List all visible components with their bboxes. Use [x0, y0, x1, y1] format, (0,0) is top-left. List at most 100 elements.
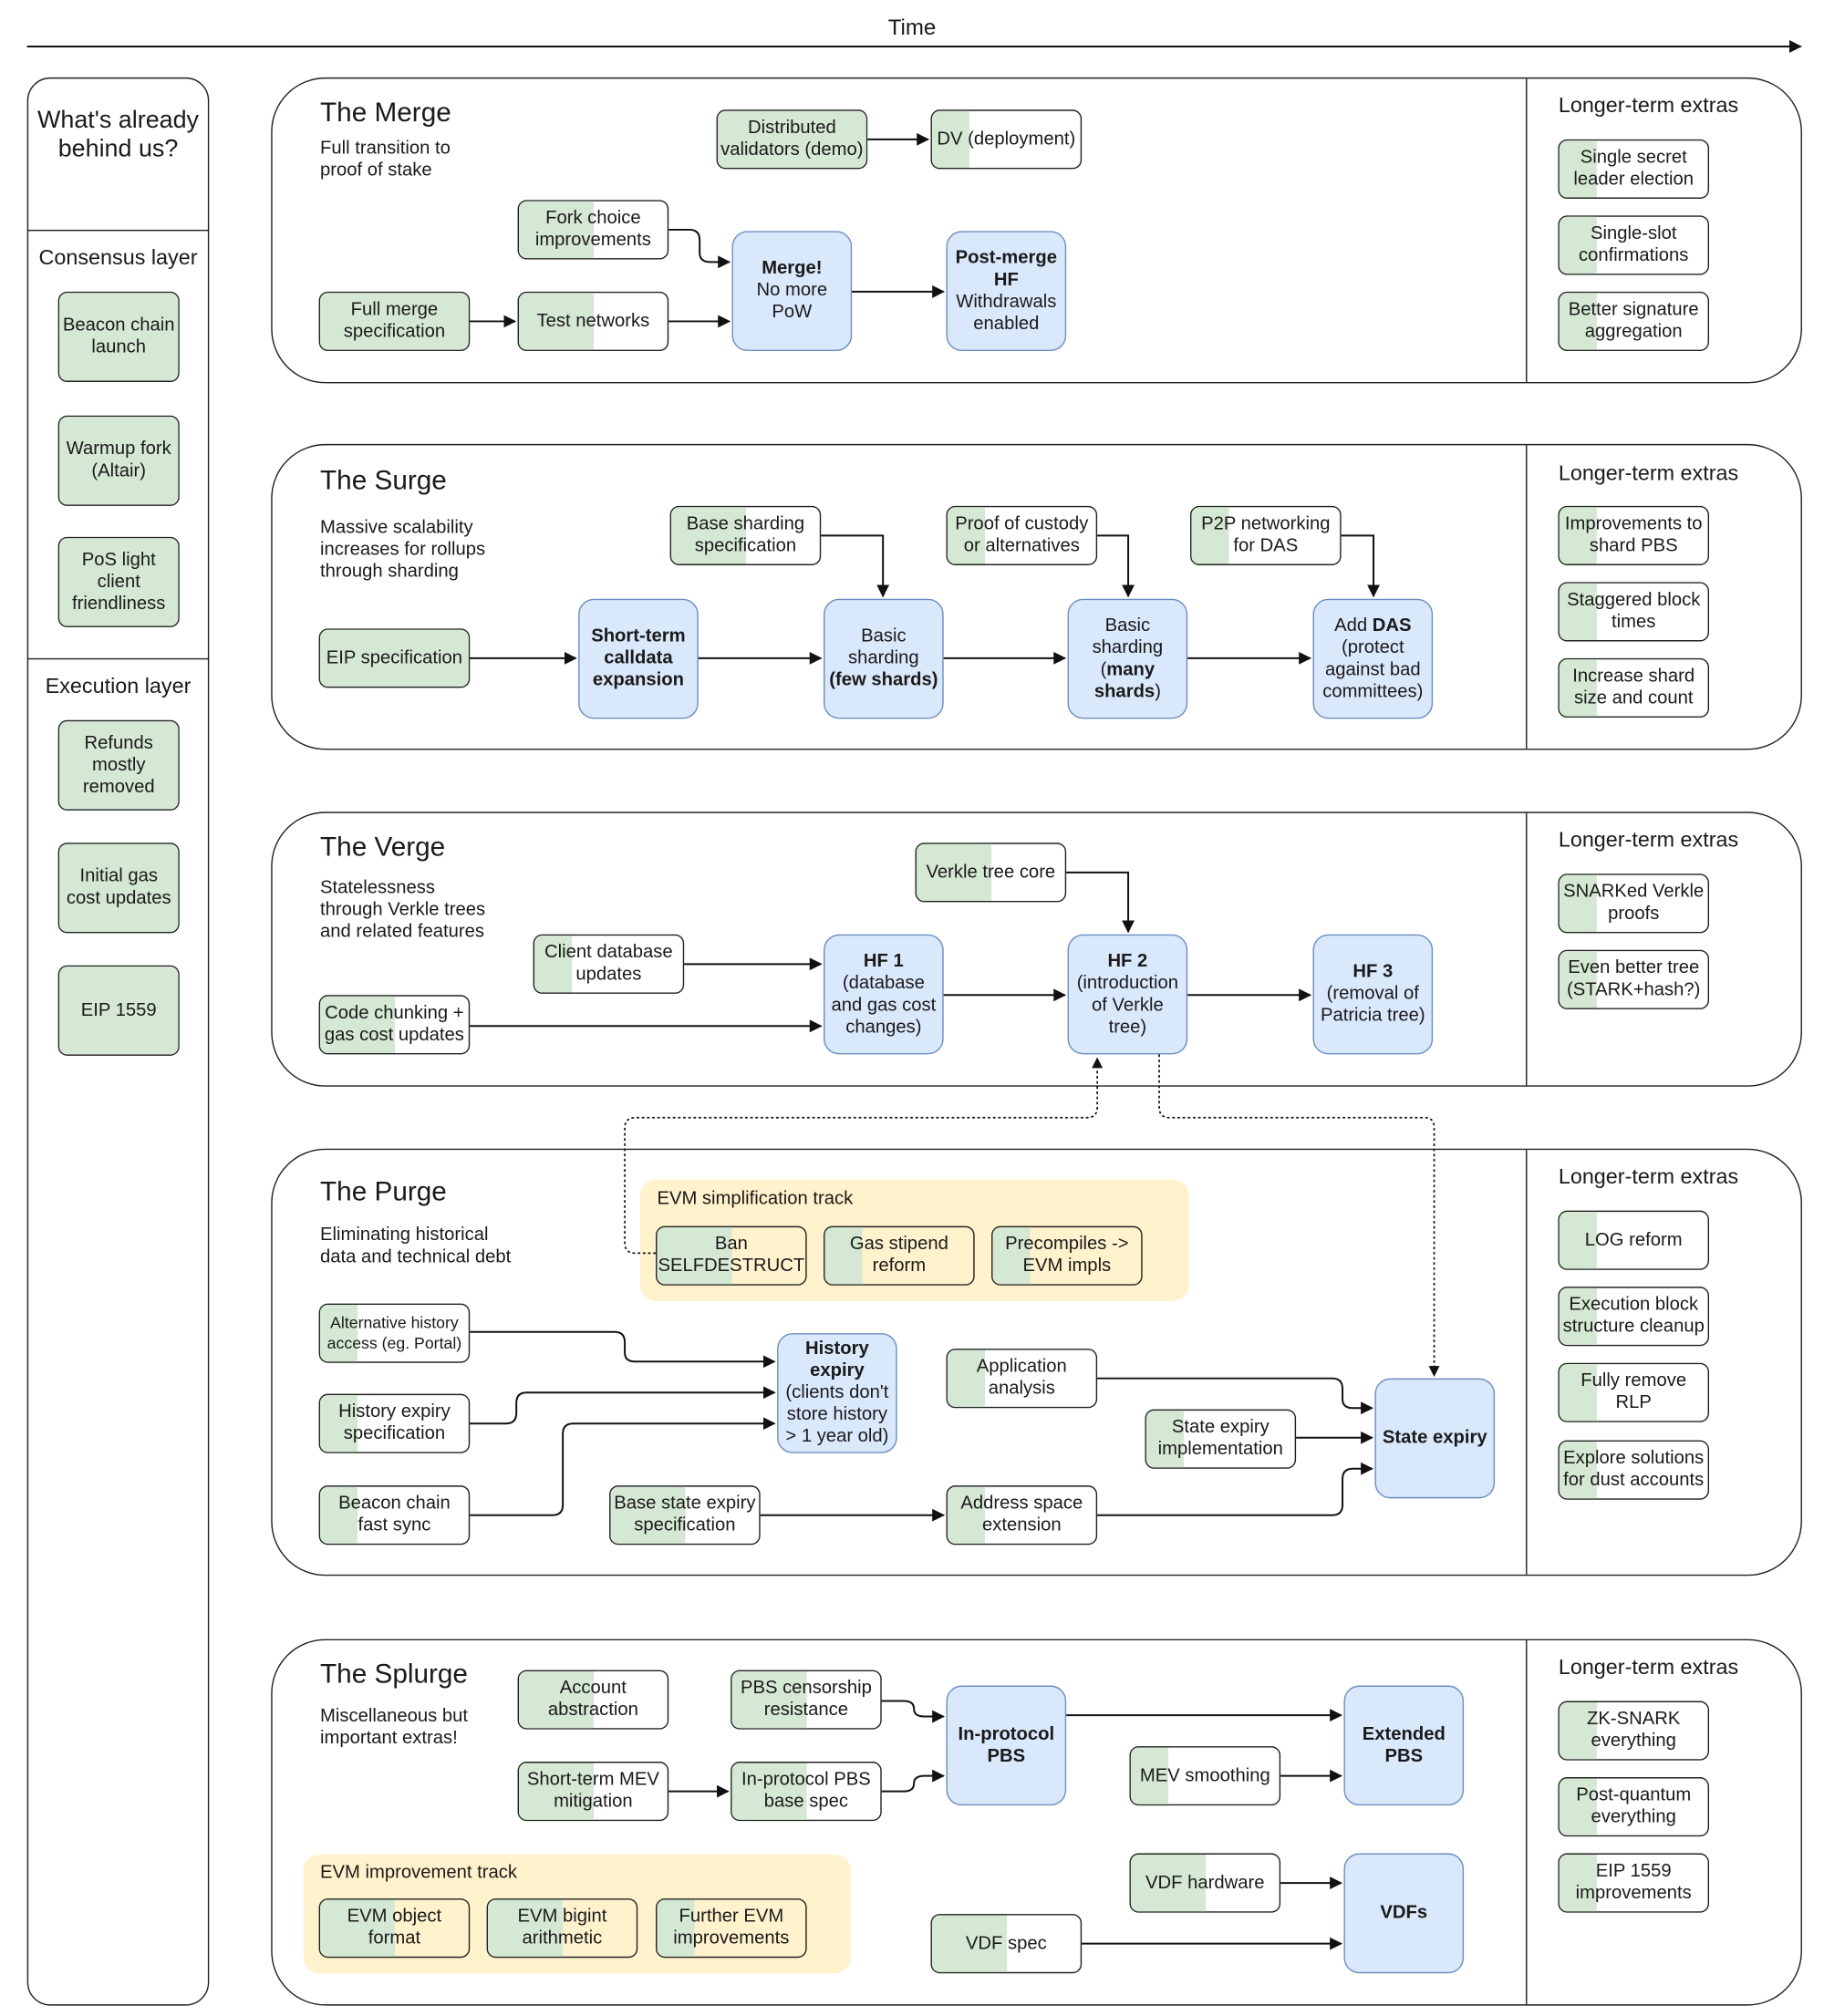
connector-arrow [668, 228, 731, 269]
extras-item: Better signature aggregation [1558, 291, 1710, 351]
connector-arrow [470, 1417, 776, 1516]
in-protocol-pbs-milestone: In-protocol PBS [946, 1685, 1067, 1806]
alternative-history-access: Alternative history access (eg. Portal) [318, 1303, 471, 1363]
state-expiry-milestone: State expiry [1374, 1378, 1496, 1499]
extras-title: Longer-term extras [1558, 461, 1739, 486]
test-networks: Test networks [517, 291, 669, 351]
evm-bigint-arithmetic: EVM bigint arithmetic [486, 1898, 638, 1959]
connector-arrow [1097, 1377, 1373, 1415]
section-title: The Splurge [320, 1659, 468, 1690]
beacon-chain-fast-sync: Beacon chain fast sync [318, 1485, 471, 1546]
extras-divider [1526, 445, 1528, 749]
connector-arrow [1097, 1462, 1373, 1516]
gas-stipend-reform: Gas stipend reform [824, 1225, 975, 1286]
connector-arrow [821, 534, 890, 598]
extras-item: Increase shard size and count [1558, 657, 1710, 718]
section-subtitle: Miscellaneous but important extras! [320, 1706, 469, 1749]
history-expiry-specification: History expiry specification [318, 1393, 471, 1453]
ban-selfdestruct: Ban SELFDESTRUCT [656, 1225, 807, 1286]
consensus-layer-label: Consensus layer [38, 246, 198, 270]
vdfs-milestone: VDFs [1343, 1853, 1465, 1974]
verkle-tree-core: Verkle tree core [915, 843, 1067, 903]
p2p-networking-das: P2P networking for DAS [1190, 505, 1342, 565]
base-state-expiry-specification: Base state expiry specification [609, 1485, 761, 1546]
full-merge-specification: Full merge specification [318, 291, 471, 351]
track-title: EVM simplification track [657, 1188, 854, 1210]
add-das: Add DAS(protect against bad committees) [1312, 598, 1434, 719]
proof-of-custody: Proof of custody or alternatives [946, 505, 1098, 565]
eip-specification: EIP specification [318, 628, 471, 688]
history-divider [26, 229, 210, 232]
extras-item: Staggered block times [1558, 582, 1710, 642]
basic-sharding-few-shards: Basic sharding(few shards) [824, 598, 944, 719]
hf2-milestone: HF 2(introduction of Verkle tree) [1067, 934, 1188, 1055]
history-panel-title: What's already behind us? [36, 107, 200, 163]
section-subtitle: Full transition to proof of stake [320, 138, 451, 181]
extras-item: Single secret leader election [1558, 139, 1710, 199]
extras-item: Even better tree (STARK+hash?) [1558, 949, 1710, 1009]
precompiles-evm-impls: Precompiles -> EVM impls [991, 1225, 1143, 1286]
hf3-milestone: HF 3(removal of Patricia tree) [1312, 934, 1434, 1055]
done-execution-item: EIP 1559 [57, 965, 180, 1056]
done-execution-item: Refunds mostly removed [57, 719, 180, 811]
section-subtitle: Massive scalability increases for rollup… [320, 517, 486, 583]
extras-divider [1526, 812, 1528, 1086]
dotted-connector [1158, 1054, 1440, 1378]
section-title: The Verge [320, 832, 446, 863]
connector-arrow [1097, 534, 1135, 598]
dv-deployment: DV (deployment) [930, 109, 1083, 170]
extras-divider [1526, 78, 1528, 382]
extras-item: ZK-SNARK everything [1558, 1701, 1710, 1761]
in-protocol-pbs-base-spec: In-protocol PBS base spec [731, 1762, 882, 1822]
done-execution-item: Initial gas cost updates [57, 843, 180, 934]
extras-item: LOG reform [1558, 1210, 1710, 1270]
surge-section [271, 443, 1802, 750]
time-axis-label: Time [887, 15, 937, 40]
connector-arrow [470, 1330, 776, 1369]
done-consensus-item: PoS light client friendliness [57, 536, 180, 627]
address-space-extension: Address space extension [946, 1485, 1098, 1546]
track-title: EVM improvement track [320, 1862, 517, 1884]
history-expiry-milestone: History expiry(clients don't store histo… [777, 1333, 897, 1453]
merge-section [271, 77, 1802, 384]
execution-layer-label: Execution layer [45, 675, 192, 698]
extended-pbs-milestone: Extended PBS [1343, 1685, 1465, 1806]
extras-title: Longer-term extras [1558, 1655, 1739, 1680]
extras-item: Improvements to shard PBS [1558, 505, 1710, 565]
done-consensus-item: Warmup fork (Altair) [57, 415, 180, 506]
evm-object-format: EVM object format [318, 1898, 471, 1959]
vdf-hardware: VDF hardware [1129, 1853, 1281, 1913]
section-subtitle: Eliminating historical data and technica… [320, 1225, 512, 1267]
code-chunking: Code chunking + gas cost updates [318, 995, 471, 1055]
extras-divider [1526, 1150, 1528, 1575]
mev-smoothing: MEV smoothing [1129, 1746, 1281, 1806]
extras-item: Single-slot confirmations [1558, 215, 1710, 275]
extras-title: Longer-term extras [1558, 1165, 1739, 1189]
further-evm-improvements: Further EVM improvements [656, 1898, 807, 1959]
short-term-mev-mitigation: Short-term MEV mitigation [517, 1762, 669, 1822]
connector-arrow [1341, 534, 1380, 598]
evm-simplification-track [640, 1179, 1189, 1301]
verge-section [271, 812, 1802, 1087]
state-expiry-implementation: State expiry implementation [1145, 1409, 1297, 1469]
purge-section [271, 1148, 1802, 1577]
fork-choice-improvements: Fork choice improvements [517, 200, 669, 260]
basic-sharding-many-shards: Basic sharding(many shards) [1067, 598, 1188, 719]
base-sharding-specification: Base sharding specification [669, 505, 822, 565]
application-analysis: Application analysis [946, 1349, 1098, 1409]
client-database-updates: Client database updates [533, 934, 685, 994]
short-term-calldata-expansion: Short-term calldata expansion [578, 598, 699, 719]
splurge-section [271, 1639, 1802, 2006]
section-title: The Merge [320, 98, 451, 129]
evm-improvement-track [303, 1854, 851, 1974]
extras-item: Explore solutions for dust accounts [1558, 1440, 1710, 1500]
history-panel [26, 77, 210, 2006]
extras-item: SNARKed Verkle proofs [1558, 874, 1710, 934]
section-subtitle: Statelessness through Verkle trees and r… [320, 877, 486, 943]
pbs-censorship-resistance: PBS censorship resistance [731, 1670, 882, 1730]
extras-title: Longer-term extras [1558, 94, 1739, 118]
extras-item: Execution block structure cleanup [1558, 1287, 1710, 1347]
